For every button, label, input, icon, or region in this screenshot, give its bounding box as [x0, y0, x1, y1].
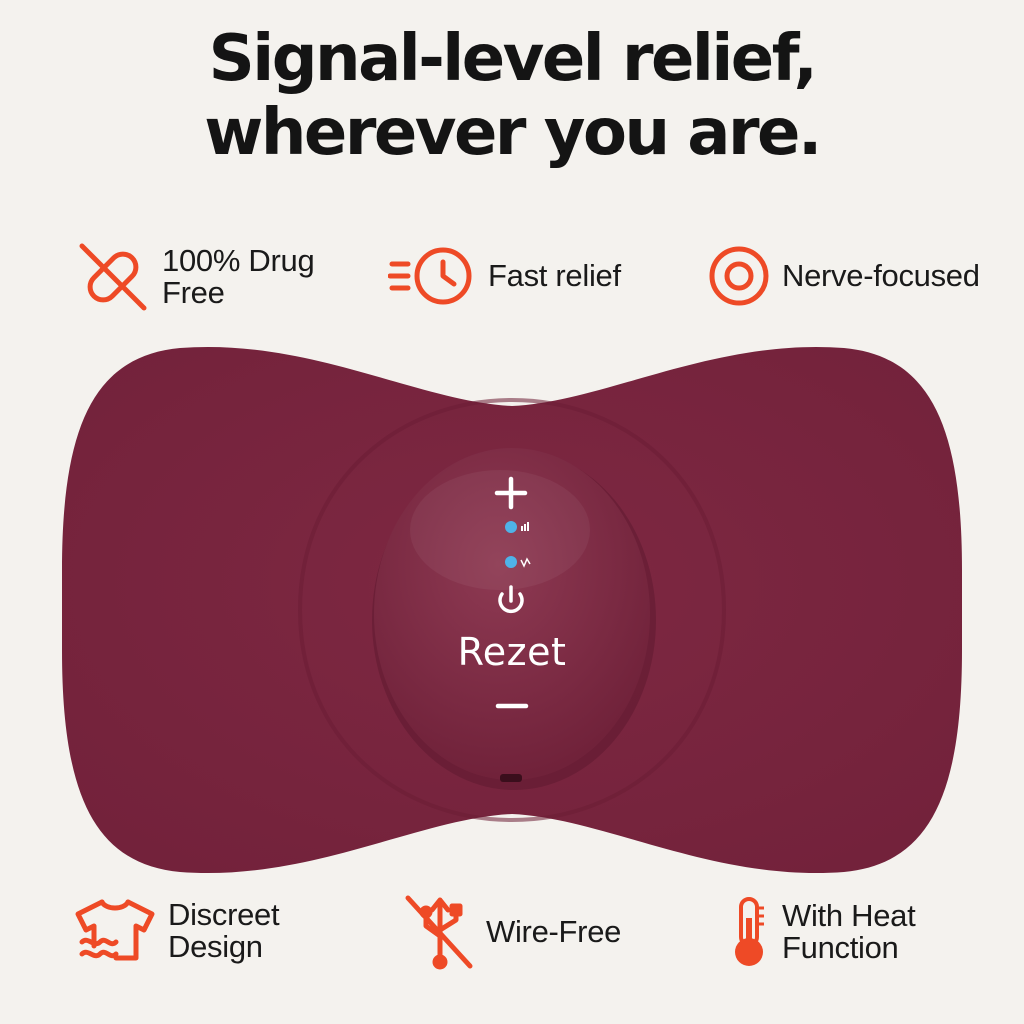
feature-wire-free-label: Wire-Free	[486, 914, 622, 949]
thermometer-icon	[735, 897, 764, 966]
feature-fast-relief: Fast relief	[388, 246, 621, 306]
no-pill-icon	[79, 243, 147, 311]
power-icon[interactable]	[498, 585, 524, 614]
feature-nerve-focused: Nerve-focused	[708, 245, 980, 307]
tens-device	[62, 346, 962, 874]
feature-heat-function-label: With Heat Function	[782, 898, 916, 965]
feature-wire-free: Wire-Free	[404, 894, 621, 970]
device-plus-button[interactable]	[494, 476, 528, 510]
feature-discreet-design: Discreet Design	[74, 896, 280, 966]
feature-drug-free: 100% Drug Free	[76, 240, 315, 314]
device-pod	[374, 448, 650, 780]
target-icon	[709, 246, 769, 306]
shirt-icon	[75, 899, 155, 961]
device-brand: Rezet	[457, 630, 567, 674]
signal-indicator-icon	[505, 521, 529, 533]
fast-clock-icon	[388, 247, 472, 305]
headline: Signal-level relief, wherever you are.	[0, 22, 1024, 170]
feature-discreet-design-label: Discreet Design	[168, 897, 280, 964]
feature-heat-function: With Heat Function	[728, 896, 916, 968]
headline-line-2: wherever you are.	[204, 96, 822, 170]
feature-drug-free-label: 100% Drug Free	[162, 243, 315, 310]
mode-indicator-icon	[505, 556, 531, 568]
device-pod-highlight	[410, 470, 590, 590]
headline-line-1: Signal-level relief,	[208, 22, 818, 96]
device-pad-ring	[297, 397, 727, 823]
feature-nerve-focused-label: Nerve-focused	[782, 258, 980, 293]
device-charge-port	[500, 774, 522, 782]
no-usb-icon	[405, 895, 473, 970]
feature-fast-relief-label: Fast relief	[488, 258, 621, 293]
